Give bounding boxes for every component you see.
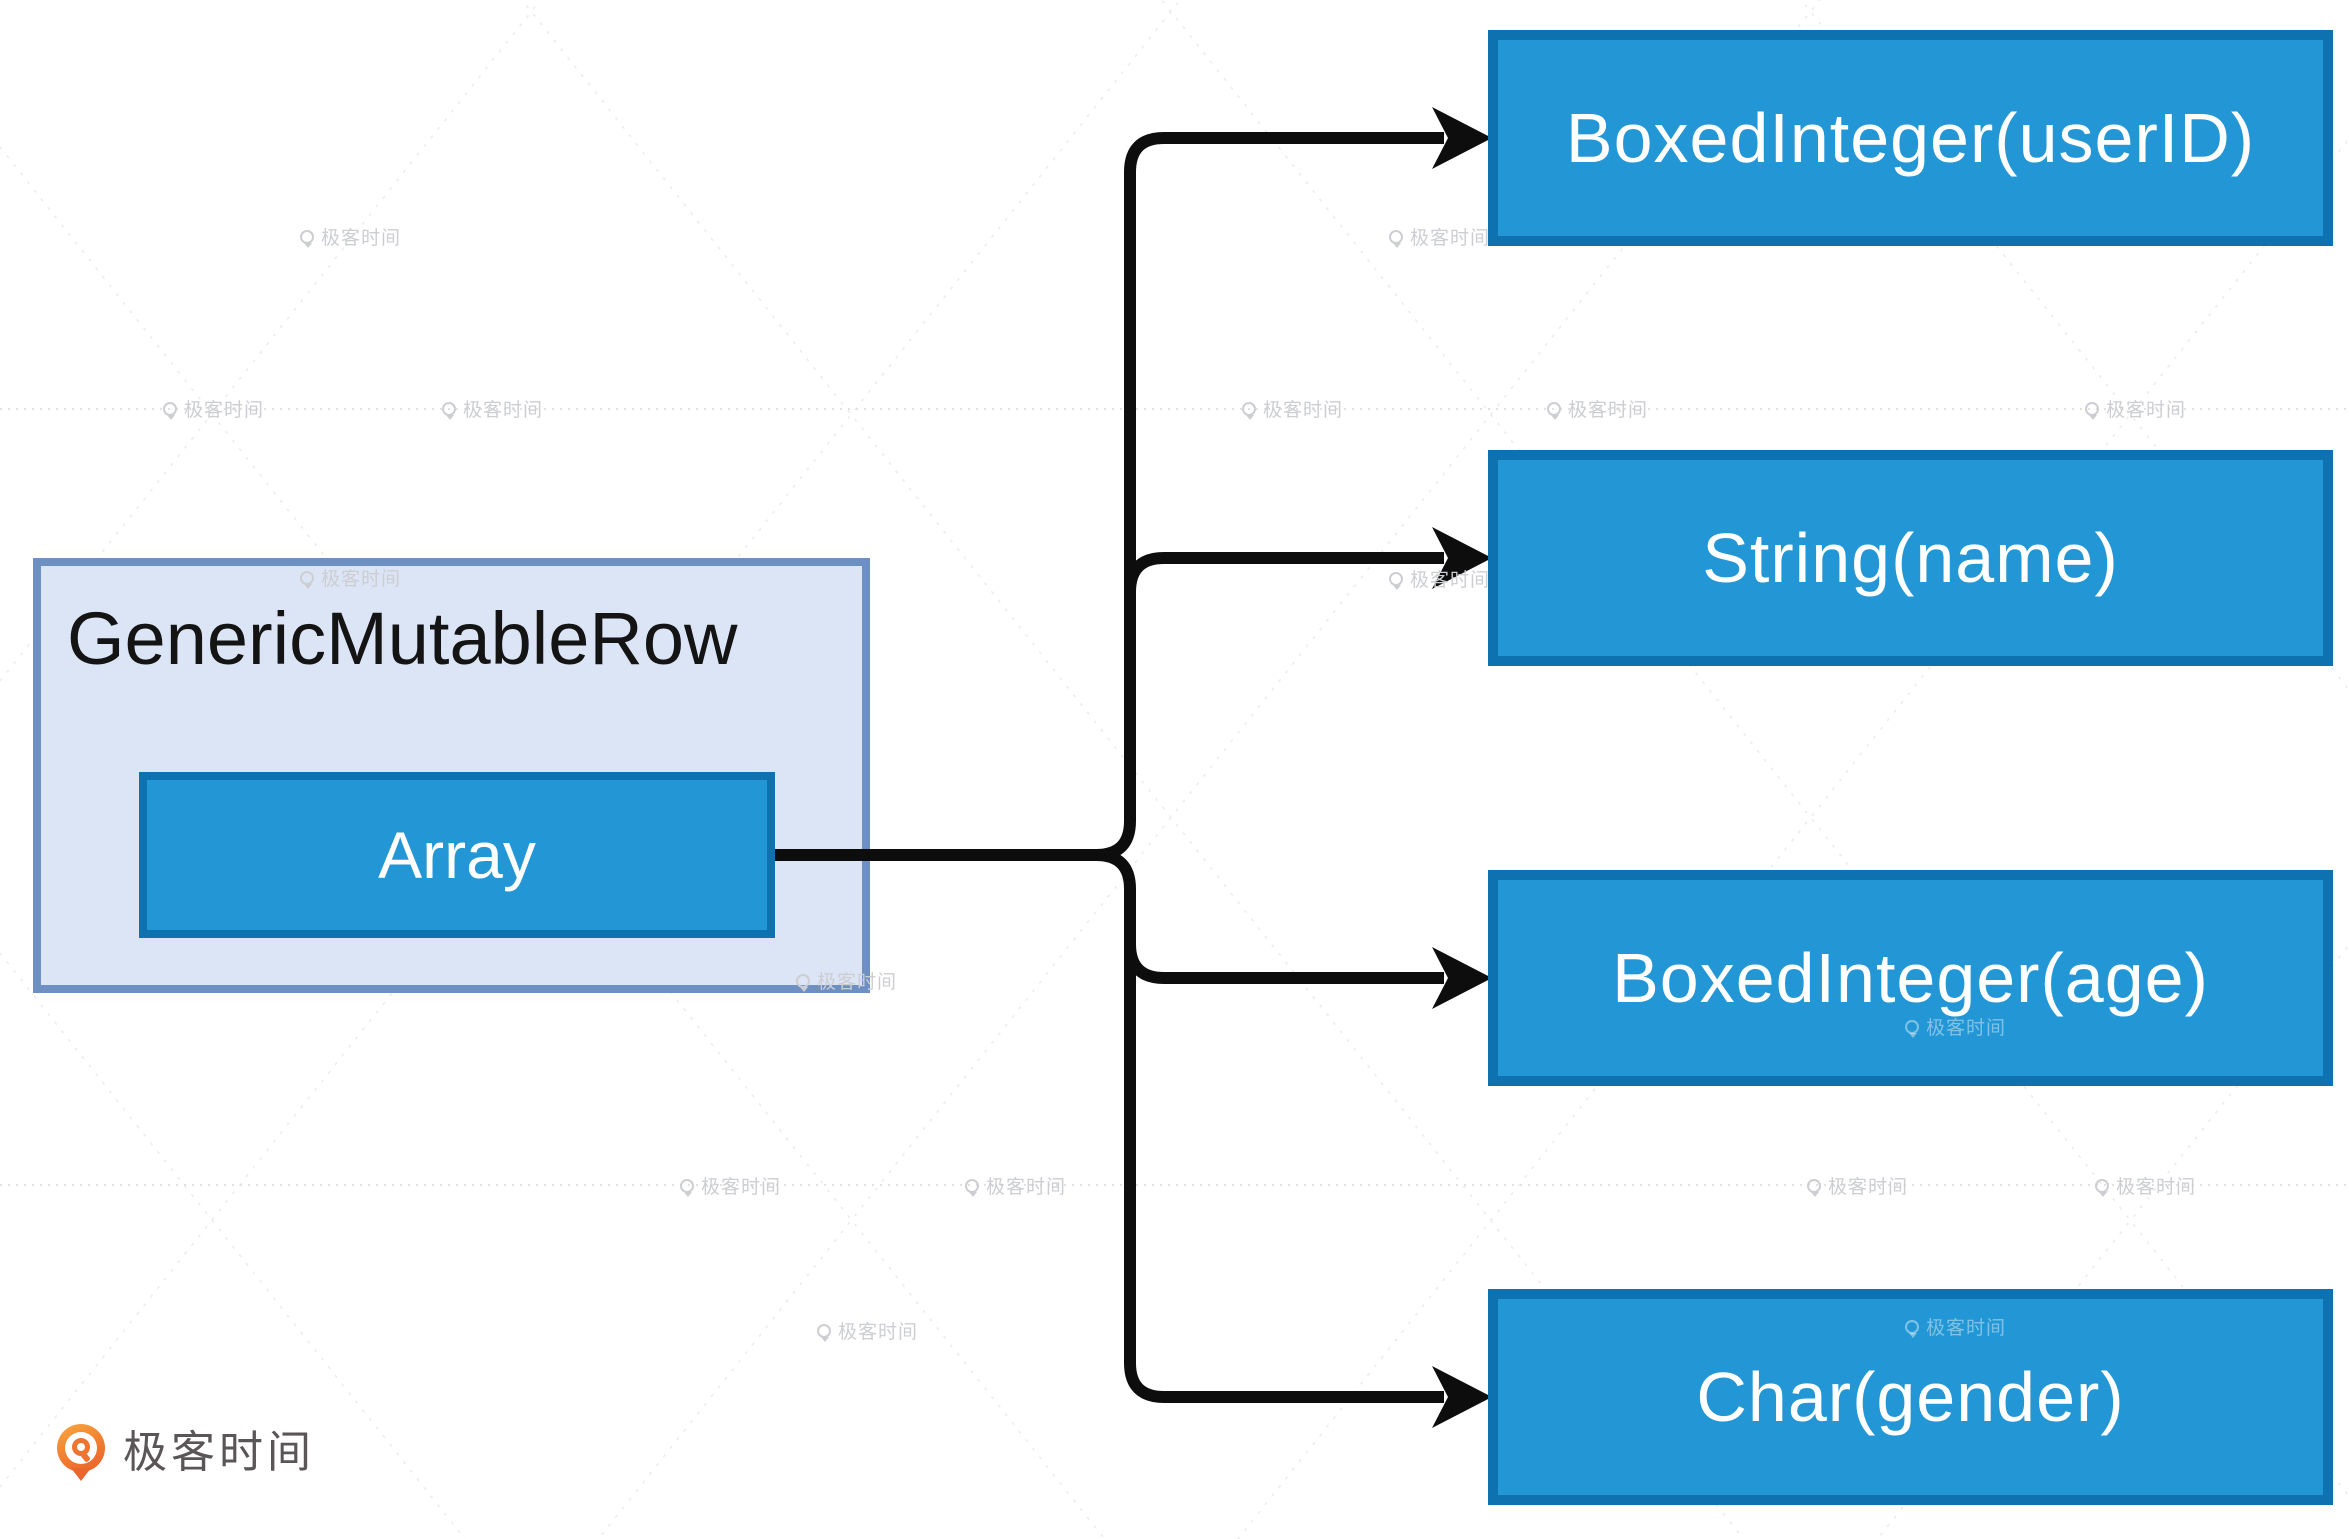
- container-title: GenericMutableRow: [67, 597, 738, 680]
- watermark: 极客时间: [965, 1172, 1066, 1199]
- watermark: 极客时间: [2095, 1172, 2196, 1199]
- watermark-text: 极客时间: [1568, 400, 1649, 421]
- geektime-watermark-icon: [680, 1178, 694, 1197]
- watermark-text: 极客时间: [1926, 1318, 2007, 1339]
- geektime-watermark-icon: [1389, 571, 1403, 590]
- watermark-text: 极客时间: [838, 1322, 919, 1343]
- node-label: BoxedInteger(age): [1612, 939, 2209, 1017]
- geektime-watermark-icon: [1242, 401, 1256, 420]
- watermark-text: 极客时间: [986, 1177, 1067, 1198]
- watermark-text: 极客时间: [701, 1177, 782, 1198]
- watermark: 极客时间: [796, 967, 897, 994]
- geektime-watermark-icon: [1807, 1178, 1821, 1197]
- watermark-text: 极客时间: [2116, 1177, 2197, 1198]
- watermark: 极客时间: [1389, 565, 1490, 592]
- watermark: 极客时间: [1905, 1013, 2006, 1040]
- geektime-watermark-icon: [2095, 1178, 2109, 1197]
- watermark: 极客时间: [817, 1317, 918, 1344]
- watermark: 极客时间: [680, 1172, 781, 1199]
- node-string-name: String(name): [1488, 450, 2333, 666]
- watermark-text: 极客时间: [817, 972, 898, 993]
- watermark-text: 极客时间: [1263, 400, 1344, 421]
- geektime-watermark-icon: [300, 229, 314, 248]
- geektime-watermark-icon: [817, 1323, 831, 1342]
- geektime-watermark-icon: [1389, 229, 1403, 248]
- geektime-watermark-icon: [300, 570, 314, 589]
- geektime-logo-text: 极客时间: [123, 1428, 315, 1477]
- watermark-text: 极客时间: [463, 400, 544, 421]
- watermark-text: 极客时间: [321, 569, 402, 590]
- geektime-watermark-icon: [796, 973, 810, 992]
- node-char-gender: Char(gender): [1488, 1289, 2333, 1505]
- watermark-text: 极客时间: [2106, 400, 2187, 421]
- array-box: Array: [139, 772, 775, 938]
- watermark: 极客时间: [1905, 1313, 2006, 1340]
- node-label: BoxedInteger(userID): [1565, 99, 2256, 177]
- watermark: 极客时间: [163, 395, 264, 422]
- watermark: 极客时间: [442, 395, 543, 422]
- watermark-text: 极客时间: [1926, 1018, 2007, 1039]
- watermark-text: 极客时间: [321, 228, 402, 249]
- geektime-logo-icon: [57, 1424, 105, 1481]
- array-label: Array: [378, 818, 536, 892]
- geektime-watermark-icon: [1905, 1319, 1919, 1338]
- geektime-watermark-icon: [163, 401, 177, 420]
- node-boxed-integer-age: BoxedInteger(age): [1488, 870, 2333, 1086]
- watermark-text: 极客时间: [1828, 1177, 1909, 1198]
- watermark: 极客时间: [1389, 223, 1490, 250]
- geektime-watermark-icon: [442, 401, 456, 420]
- watermark: 极客时间: [300, 223, 401, 250]
- generic-mutable-row-box: GenericMutableRow Array: [33, 558, 870, 993]
- node-boxed-integer-userid: BoxedInteger(userID): [1488, 30, 2333, 246]
- watermark: 极客时间: [1242, 395, 1343, 422]
- watermark: 极客时间: [2085, 395, 2186, 422]
- watermark: 极客时间: [1807, 1172, 1908, 1199]
- watermark-text: 极客时间: [184, 400, 265, 421]
- watermark: 极客时间: [1547, 395, 1648, 422]
- geektime-watermark-icon: [1547, 401, 1561, 420]
- geektime-logo: 极客时间: [57, 1416, 315, 1481]
- geektime-watermark-icon: [2085, 401, 2099, 420]
- node-label: String(name): [1702, 519, 2119, 597]
- watermark-text: 极客时间: [1410, 228, 1491, 249]
- geektime-watermark-icon: [1905, 1019, 1919, 1038]
- watermark: 极客时间: [300, 564, 401, 591]
- node-label: Char(gender): [1696, 1358, 2125, 1436]
- watermark-text: 极客时间: [1410, 570, 1491, 591]
- geektime-watermark-icon: [965, 1178, 979, 1197]
